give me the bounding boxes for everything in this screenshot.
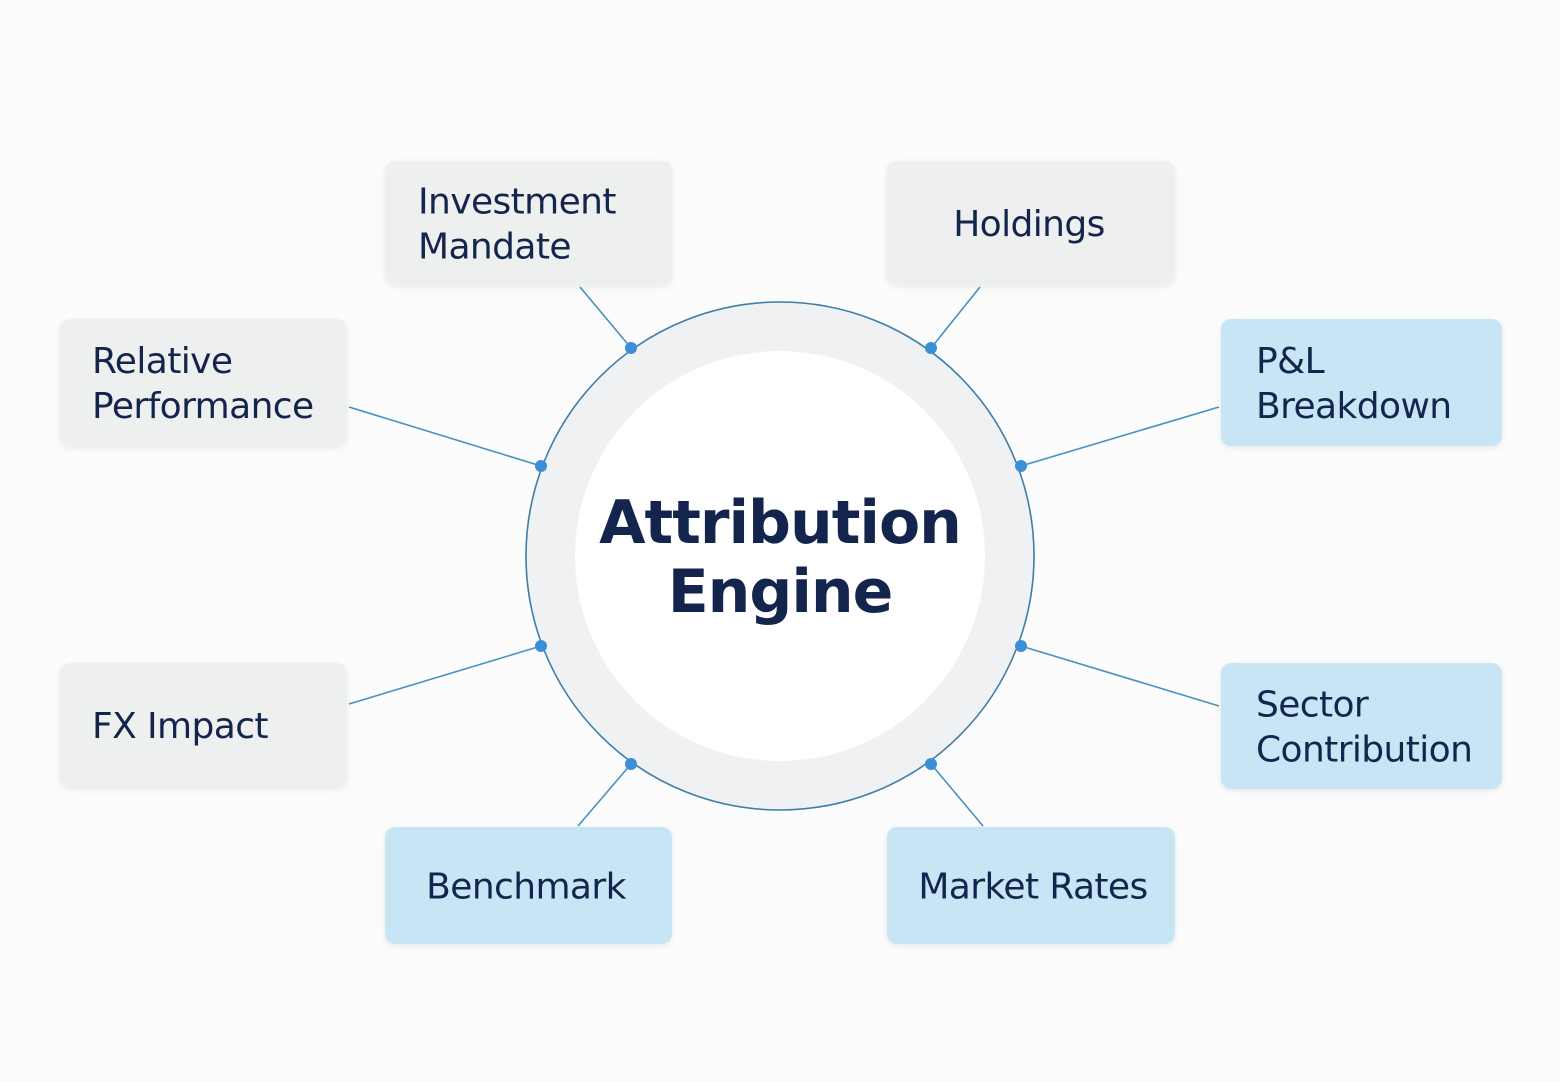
node-label-investment-mandate-line2: Mandate: [418, 227, 571, 268]
hub-title-line2: Engine: [668, 557, 893, 627]
connector-dots: [535, 342, 1027, 770]
node-fx-impact: FX Impact: [60, 663, 347, 787]
node-label-relative-performance-line2: Performance: [92, 386, 314, 427]
node-label-holdings-line1: Holdings: [953, 204, 1105, 245]
connector-relative-performance: [348, 406, 542, 467]
node-benchmark: Benchmark: [385, 827, 672, 944]
connector-sector-contribution: [1020, 645, 1220, 707]
node-box-market-rates: [887, 827, 1175, 944]
node-label-fx-impact-line1: FX Impact: [92, 706, 268, 747]
node-label-relative-performance-line1: Relative: [92, 341, 232, 382]
node-label-sector-contribution-line2: Contribution: [1256, 730, 1472, 771]
connector-dot-pl-breakdown: [1015, 460, 1027, 472]
connector-dot-fx-impact: [535, 640, 547, 652]
node-label-sector-contribution-line1: Sector: [1256, 685, 1369, 726]
node-label-pl-breakdown-line2: Breakdown: [1256, 386, 1452, 427]
connector-investment-mandate: [579, 286, 632, 349]
node-label-investment-mandate-line1: Investment: [418, 182, 616, 223]
node-box-fx-impact: [60, 663, 347, 787]
node-market-rates: Market Rates: [887, 827, 1175, 944]
hub-title-line1: Attribution: [599, 488, 961, 558]
connector-dot-market-rates: [925, 758, 937, 770]
connector-pl-breakdown: [1020, 406, 1220, 467]
node-label-market-rates-line1: Market Rates: [918, 867, 1147, 908]
node-box-benchmark: [385, 827, 672, 944]
connector-dot-investment-mandate: [625, 342, 637, 354]
connector-holdings: [930, 286, 981, 349]
node-holdings: Holdings: [887, 161, 1175, 285]
node-box-holdings: [887, 161, 1175, 285]
node-box-sector-contribution: [1221, 663, 1502, 789]
connector-dot-holdings: [925, 342, 937, 354]
node-label-pl-breakdown-line1: P&L: [1256, 341, 1325, 382]
connector-dot-sector-contribution: [1015, 640, 1027, 652]
connector-dot-relative-performance: [535, 460, 547, 472]
attribution-engine-hub: Attribution Engine: [525, 301, 1035, 811]
hub-inner-disc: [575, 351, 985, 761]
connector-dot-benchmark: [625, 758, 637, 770]
connector-lines: [348, 286, 1220, 827]
node-label-benchmark-line1: Benchmark: [426, 867, 626, 908]
connector-market-rates: [930, 763, 984, 827]
connector-fx-impact: [348, 645, 542, 705]
node-box-relative-performance: [60, 319, 347, 446]
connector-benchmark: [577, 763, 632, 827]
node-box-pl-breakdown: [1221, 319, 1502, 446]
node-box-investment-mandate: [385, 161, 672, 285]
